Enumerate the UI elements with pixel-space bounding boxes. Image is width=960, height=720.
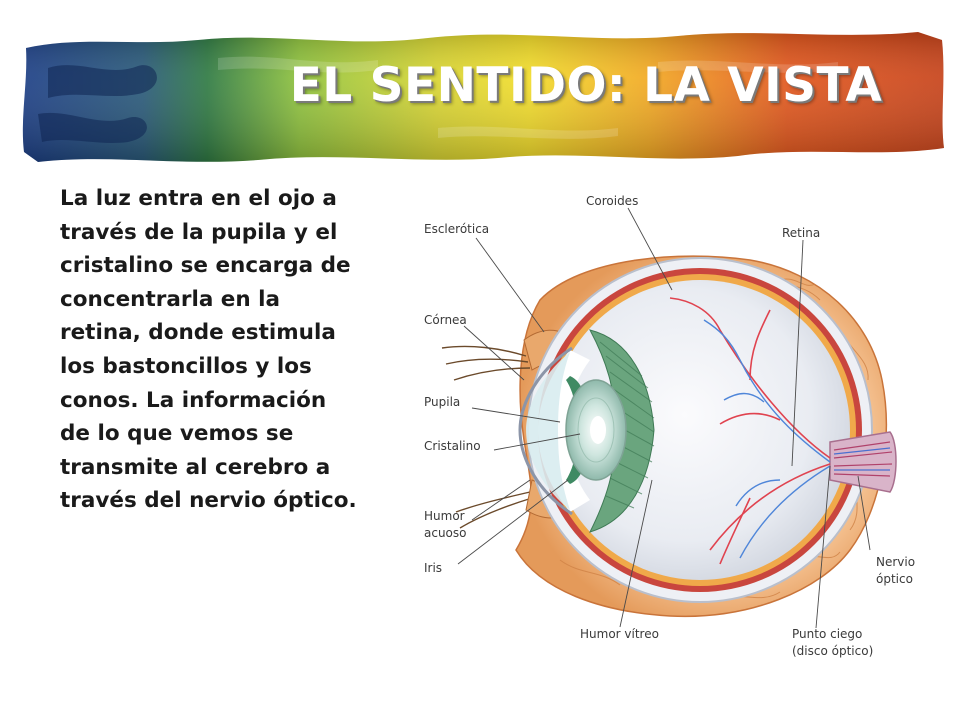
label-punto-ciego-line1: Punto ciego bbox=[792, 627, 862, 641]
label-cristalino: Cristalino bbox=[424, 439, 481, 453]
body-text: La luz entra en el ojo a través de la pu… bbox=[60, 186, 357, 514]
label-pupila: Pupila bbox=[424, 395, 460, 409]
label-humor-acuoso-line2: acuoso bbox=[424, 526, 467, 540]
label-retina: Retina bbox=[782, 226, 820, 240]
label-esclerotica: Esclerótica bbox=[424, 222, 489, 236]
label-punto-ciego-line2: (disco óptico) bbox=[792, 644, 873, 658]
rainbow-banner bbox=[22, 32, 945, 162]
optic-nerve bbox=[829, 431, 897, 493]
eye-cross-section-diagram: Coroides Esclerótica Retina Córnea Pupil… bbox=[424, 194, 915, 658]
label-humor-vitreo: Humor vítreo bbox=[580, 627, 659, 641]
slide-title: EL SENTIDO: LA VISTA bbox=[289, 58, 883, 113]
label-iris: Iris bbox=[424, 561, 442, 575]
label-cornea: Córnea bbox=[424, 313, 467, 327]
aqueous-humor bbox=[526, 352, 570, 510]
label-coroides: Coroides bbox=[586, 194, 638, 208]
cornea bbox=[518, 346, 573, 516]
label-nervio-optico-line1: Nervio bbox=[876, 555, 915, 569]
label-nervio-optico-line2: óptico bbox=[876, 572, 913, 586]
label-humor-acuoso-line1: Humor bbox=[424, 509, 465, 523]
